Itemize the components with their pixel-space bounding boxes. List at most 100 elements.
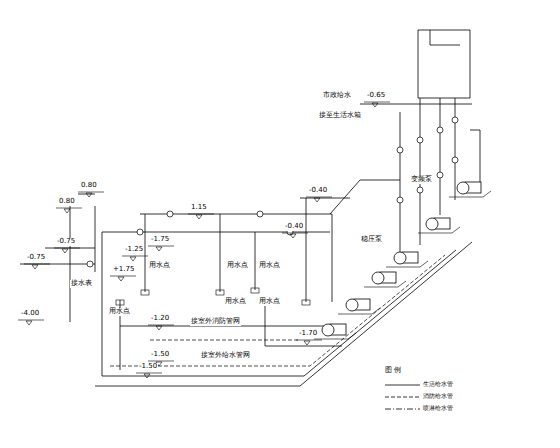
valve-symbol — [417, 187, 423, 193]
valve-symbol — [437, 127, 443, 133]
valve-symbol — [257, 211, 263, 217]
pipe-line — [306, 198, 307, 302]
pipe-line — [145, 214, 146, 292]
valve-symbol — [167, 211, 173, 217]
pump-casing — [394, 252, 406, 264]
note-label: 稳压泵 — [360, 236, 383, 244]
elevation-mark — [148, 325, 174, 330]
note-label: 接至生活水箱 — [318, 112, 362, 120]
pipe-line — [255, 232, 256, 290]
elevation-mark — [122, 256, 148, 261]
elevation-mark — [296, 340, 322, 345]
legend-text: 消防给水管 — [422, 392, 454, 401]
pump-casing — [346, 299, 358, 311]
pipe-line — [470, 130, 480, 185]
pump-casing — [322, 324, 334, 336]
pipe-line — [265, 346, 342, 347]
pump-base — [449, 191, 491, 197]
elevation-mark — [54, 248, 80, 253]
elevation-label: -1.70 — [298, 330, 318, 338]
note-label: 用水点 — [224, 298, 247, 306]
legend-text: 生活给水管 — [422, 380, 454, 389]
note-label: 用水点 — [258, 262, 281, 270]
pipe-line — [440, 98, 441, 215]
pump-symbol — [364, 272, 406, 287]
pipe-line — [110, 255, 445, 366]
pipe-line — [265, 300, 266, 346]
pump-casing — [457, 182, 469, 194]
elevation-label: +1.75 — [112, 266, 135, 274]
pipe-line — [330, 180, 400, 214]
pump-base — [364, 281, 406, 287]
pump-symbol — [418, 218, 460, 233]
pump-symbol — [338, 299, 380, 314]
pipe-line — [102, 232, 330, 376]
pipe-line — [220, 214, 221, 292]
legend-item: 生活给水管 — [384, 380, 454, 389]
elevation-mark — [56, 208, 82, 213]
elevation-label: -4.00 — [20, 310, 40, 318]
legend-text: 喷淋给水管 — [422, 404, 454, 413]
legend-line — [384, 394, 422, 400]
pump-base — [386, 261, 428, 267]
pump-symbol — [386, 252, 428, 267]
fixture-symbol — [251, 288, 259, 293]
pump-base — [314, 333, 356, 339]
note-label: 接水表 — [70, 280, 93, 288]
note-label: 用水点 — [148, 262, 171, 270]
valve-symbol — [397, 197, 403, 203]
elevation-mark — [148, 246, 174, 251]
note-label: 图 例 — [384, 367, 402, 375]
valve-symbol — [452, 117, 458, 123]
valve-symbol — [452, 157, 458, 163]
legend-line — [384, 406, 422, 412]
elevation-mark — [364, 102, 390, 107]
pump-casing — [426, 218, 438, 230]
note-label: 用水点 — [258, 298, 281, 306]
pump-symbol — [314, 324, 356, 339]
valve-symbol — [87, 261, 93, 267]
fixture-symbol — [216, 290, 224, 295]
elevation-label: -1.50 — [138, 363, 158, 371]
elevation-label: 0.80 — [80, 182, 98, 190]
valve-symbol — [137, 229, 143, 235]
pipe-line — [102, 250, 456, 376]
pipe-line — [418, 30, 470, 98]
legend-sample — [385, 384, 420, 385]
elevation-label: -1.75 — [150, 236, 170, 244]
pipe-line — [455, 98, 456, 200]
pipe-line — [150, 340, 300, 341]
pipe-line — [400, 112, 401, 258]
fixture-symbol — [141, 290, 149, 295]
pump-base — [418, 227, 460, 233]
valve-symbol — [417, 137, 423, 143]
fixture-symbol — [116, 300, 124, 305]
elevation-label: -0.75 — [26, 254, 46, 262]
elevation-mark — [306, 197, 332, 202]
note-label: 用水点 — [226, 262, 249, 270]
fixture-symbol — [302, 300, 310, 305]
note-label: 接室外给水管网 — [200, 352, 251, 360]
pipe-line — [95, 242, 472, 386]
legend-item: 消防给水管 — [384, 392, 454, 401]
elevation-label: 0.80 — [58, 198, 76, 206]
elevation-label: -0.40 — [284, 223, 304, 231]
pump-base — [338, 308, 380, 314]
elevation-mark — [136, 373, 162, 378]
elevation-mark — [282, 233, 308, 238]
elevation-label: -1.25 — [124, 246, 144, 254]
elevation-mark — [110, 276, 136, 281]
elevation-mark — [18, 320, 44, 325]
pump-casing — [372, 272, 384, 284]
elevation-mark — [24, 264, 50, 269]
note-label: 接室外消防管网 — [190, 318, 241, 326]
legend-line — [384, 382, 422, 388]
valve-symbol — [437, 172, 443, 178]
legend-sample — [385, 396, 420, 397]
valve-symbol — [397, 147, 403, 153]
pump-symbol — [449, 182, 491, 197]
legend-item: 喷淋给水管 — [384, 404, 454, 413]
elevation-label: -0.65 — [366, 92, 386, 100]
elevation-label: 1.15 — [190, 204, 208, 212]
